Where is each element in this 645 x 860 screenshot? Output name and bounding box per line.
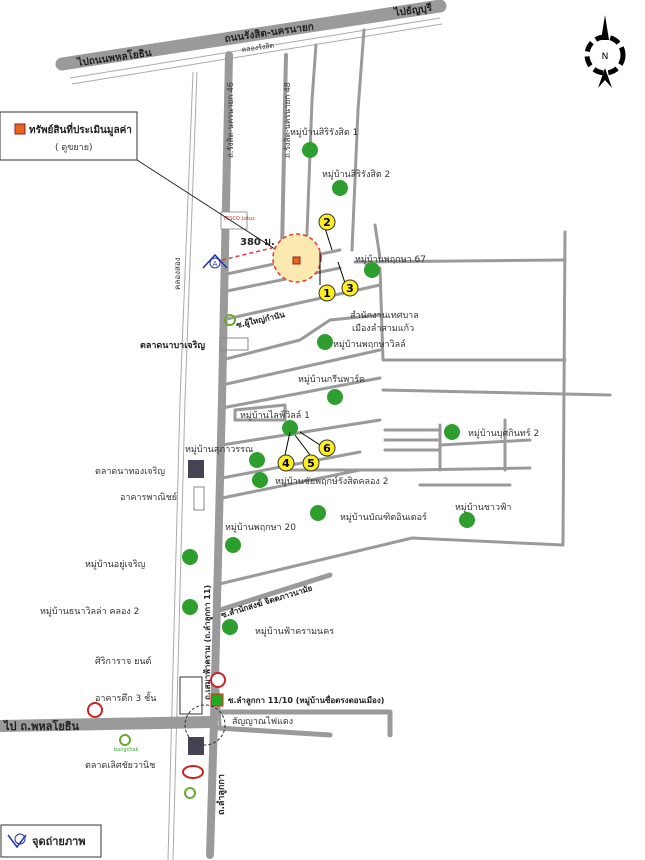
tree-icon xyxy=(310,505,326,521)
label-village-green-park: หมู่บ้านกรีนพาร์ค xyxy=(298,373,365,385)
label-village-fa-nakhon: หมู่บ้านฟ้าครามนคร xyxy=(255,626,334,637)
tree-icon xyxy=(302,142,318,158)
label-municipal-office: สำนักงานเทศบาล xyxy=(350,310,419,321)
bangchak-icon xyxy=(184,787,196,799)
market-icon xyxy=(188,737,204,755)
label-building-3: อาคารตึก 3 ชั้น xyxy=(95,691,156,704)
label-village-pruksa-67: หมู่บ้านพฤกษา 67 xyxy=(355,254,426,265)
canal-label-khlong-song: คลองสอง xyxy=(173,257,182,290)
label-municipal-office-2: เมืองลำสามแก้ว xyxy=(352,323,414,334)
svg-text:5: 5 xyxy=(307,457,315,470)
photo-point-4[interactable]: 4 xyxy=(277,454,295,472)
tree-icon xyxy=(317,334,333,350)
label-village-sap: หมู่บ้านสุภาวรรณ xyxy=(185,444,253,455)
photo-points xyxy=(284,227,346,456)
point-a-label: A xyxy=(213,260,218,268)
bangchak-icon xyxy=(224,314,236,326)
label-village-rangsit-2: หมู่บ้านชัยพฤกษ์รังสิตคลอง 2 xyxy=(275,475,388,487)
legend-photo-point: จุดถ่ายภาพ xyxy=(32,835,86,849)
label-village-ville-1: หมู่บ้านไลฟ์วิลล์ 1 xyxy=(240,409,310,421)
label-bangchak: bangchak xyxy=(114,747,139,753)
road-label-lamlukka: ถ.ลำลูกกา xyxy=(216,774,227,815)
tree-icon xyxy=(182,549,198,565)
photo-point-3[interactable]: 3 xyxy=(341,279,359,297)
tree-icon xyxy=(182,599,198,615)
label-market-thong: ตลาดนาทองเจริญ xyxy=(95,466,165,477)
label-village-siri-1: หมู่บ้านสิริรังสิต 1 xyxy=(290,127,358,138)
toyota-icon xyxy=(182,765,204,779)
tree-icon xyxy=(332,180,348,196)
photo-point-2[interactable]: 2 xyxy=(318,213,336,231)
label-garage: ศิริการาจ ยนต์ xyxy=(95,655,151,667)
building-icon xyxy=(193,486,205,511)
legend-property: ทรัพย์สินที่ประเมินมูลค่า xyxy=(29,122,132,137)
market-icon xyxy=(188,460,204,478)
photo-point-icon xyxy=(7,834,27,849)
road-label-to-thanyaburi: ไปธัญบุรี xyxy=(393,1,434,19)
label-village-chao-fa: หมู่บ้านชาวฟ้า xyxy=(455,502,511,513)
road-label-to-phahonyothin-bottom: ไป ถ.พหลโยธิน xyxy=(2,719,79,733)
legend-property-sub: ( ดูขยาย) xyxy=(55,143,92,153)
label-commercial-bldg: อาคารพาณิชย์ xyxy=(120,491,177,503)
tree-icon xyxy=(282,420,298,436)
tree-icon xyxy=(327,389,343,405)
label-traffic-light: สัญญาณไฟแดง xyxy=(232,716,293,727)
canals xyxy=(69,17,443,860)
tesco-lotus-icon xyxy=(220,211,248,230)
road-label-to-phahonyothin: ไปถนนพหลโยธิน xyxy=(76,46,153,69)
tree-icon xyxy=(252,472,268,488)
label-village-pruksa-ville: หมู่บ้านพฤกษาวิลล์ xyxy=(333,338,406,350)
road-label-soi-samnak-song: ซ.สำนักสงฆ์ จิตตภาวนามัย xyxy=(220,583,314,620)
compass-icon: N xyxy=(584,15,626,88)
label-village-siri-2: หมู่บ้านสิริรังสิต 2 xyxy=(322,169,390,180)
leader-line xyxy=(136,159,296,263)
intersection-circle xyxy=(184,704,226,746)
property-legend: ทรัพย์สินที่ประเมินมูลค่า ( ดูขยาย) xyxy=(0,111,138,161)
label-village-thanawit: หมู่บ้านธนาวิลล่า คลอง 2 xyxy=(40,606,139,617)
building-icon xyxy=(219,337,249,351)
tree-icon xyxy=(459,512,475,528)
tesco-lotus-label: TESCO Lotus xyxy=(222,216,255,222)
svg-text:6: 6 xyxy=(323,442,331,455)
distance-label: 380 ม. xyxy=(240,237,275,248)
kasikorn-bank-icon xyxy=(87,702,103,718)
road-label-main-south: ถ.เสมาฟ้าคราม (ถ.ลำลูกกา 11) xyxy=(202,585,213,700)
road-label-soi-lamlukka-11: ซ.ลำลูกกา 11/10 (หมู่บ้านซื่อตรงดอนเมือง… xyxy=(228,694,384,706)
tree-icon xyxy=(364,262,380,278)
svg-text:3: 3 xyxy=(346,282,354,295)
building-icon xyxy=(179,676,203,715)
property-swatch-icon xyxy=(14,123,26,135)
photo-point-legend: จุดถ่ายภาพ xyxy=(0,824,102,858)
property-marker[interactable] xyxy=(292,256,301,265)
tree-icon xyxy=(249,452,265,468)
seven-eleven-icon xyxy=(210,693,224,707)
svg-text:1: 1 xyxy=(323,287,331,300)
tree-icon xyxy=(444,424,460,440)
label-village-pruksa-20: หมู่บ้านพฤกษา 20 xyxy=(225,522,296,533)
photo-point-a-icon[interactable]: A xyxy=(202,253,228,269)
svg-text:4: 4 xyxy=(282,457,290,470)
village-tree-icons xyxy=(182,142,475,635)
label-market-lert: ตลาดเลิศชัยวานิช xyxy=(85,760,155,771)
svg-text:N: N xyxy=(602,52,609,62)
road-label-soi-46: ถ.รังสิต-นครนายก 46 xyxy=(226,82,235,158)
label-village-yu-charoen: หมู่บ้านอยู่เจริญ xyxy=(85,559,146,570)
label-village-bundit: หมู่บ้านบัณฑิตอินเตอร์ xyxy=(340,511,427,523)
tree-icon xyxy=(225,537,241,553)
tree-icon xyxy=(222,619,238,635)
label-village-bukkhin-2: หมู่บ้านบุศกินทร์ 2 xyxy=(468,427,539,439)
photo-point-1[interactable]: 1 xyxy=(318,284,336,302)
distance-arrow xyxy=(221,247,273,261)
place-labels: หมู่บ้านสิริรังสิต 1 หมู่บ้านสิริรังสิต … xyxy=(40,127,539,771)
road-label-soi-48: ถ.รังสิต-นครนายก 48 xyxy=(283,82,292,158)
shop-icon xyxy=(210,672,226,688)
photo-point-6[interactable]: 6 xyxy=(318,439,336,457)
svg-text:2: 2 xyxy=(323,216,331,229)
label-market-bancharoen: ตลาดนาบาเจริญ xyxy=(140,340,205,351)
bangchak-icon xyxy=(119,734,131,746)
photo-point-5[interactable]: 5 xyxy=(302,454,320,472)
